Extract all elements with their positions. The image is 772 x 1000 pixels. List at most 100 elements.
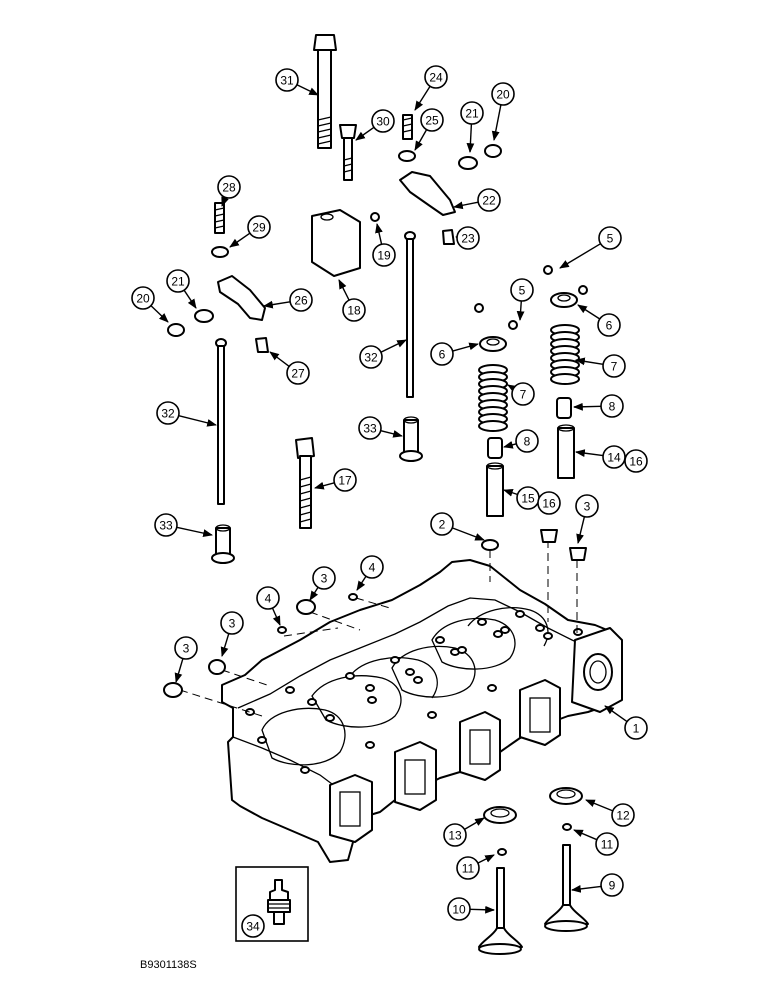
bolt-hole	[573, 628, 583, 636]
callout-29: 29	[247, 215, 271, 239]
callout-circle	[597, 313, 621, 337]
leader-line	[477, 854, 495, 864]
callout-circle	[443, 823, 467, 847]
bolt-hole	[390, 656, 400, 664]
callout-label: 16	[542, 497, 556, 511]
bolt-hole	[365, 741, 375, 749]
leader-line	[380, 339, 407, 353]
callout-1: 1	[624, 716, 648, 740]
exhaust-flanges	[329, 679, 561, 843]
callout-circle	[174, 636, 198, 660]
callout-27: 27	[286, 361, 310, 385]
washer-left	[194, 309, 214, 323]
callout-circle	[247, 215, 271, 239]
bolt-hole	[413, 676, 423, 684]
leader-line	[183, 289, 197, 309]
valve-seats	[483, 787, 583, 824]
leader-line	[573, 829, 598, 841]
bolt-hole	[487, 684, 497, 692]
head-bolt	[295, 437, 315, 529]
callout-21: 21	[166, 269, 190, 293]
callout-32: 32	[359, 345, 383, 369]
bolt-hole	[435, 636, 445, 644]
leader-line	[469, 905, 495, 914]
callout-13: 13	[443, 823, 467, 847]
valve-guides	[486, 424, 575, 517]
callout-label: 3	[229, 617, 236, 631]
callout-19: 19	[372, 243, 396, 267]
callout-circle	[491, 82, 515, 106]
leader-line	[178, 415, 217, 427]
callout-20: 20	[491, 82, 515, 106]
callout-label: 32	[161, 407, 175, 421]
valve-spring	[478, 364, 508, 432]
callout-label: 33	[363, 422, 377, 436]
callout-16: 16	[537, 491, 561, 515]
leader-line	[585, 799, 614, 812]
callout-label: 4	[369, 561, 376, 575]
nut-left	[211, 246, 229, 258]
spring-coil	[478, 420, 508, 432]
callout-23: 23	[456, 226, 480, 250]
spring-retainer	[479, 292, 578, 352]
callout-label: 2	[439, 518, 446, 532]
leader-line	[176, 526, 213, 537]
callout-8: 8	[515, 429, 539, 453]
callout-circle	[456, 226, 480, 250]
leader-line	[516, 300, 525, 321]
callout-25: 25	[420, 108, 444, 132]
callout-4: 4	[256, 586, 280, 610]
callout-14: 14	[602, 445, 626, 469]
valve-springs	[478, 324, 580, 432]
callout-6: 6	[430, 342, 454, 366]
callout-circle	[289, 288, 313, 312]
callout-label: 8	[524, 435, 531, 449]
callout-11: 11	[595, 832, 619, 856]
tappet-right	[399, 416, 423, 462]
callout-circle	[430, 512, 454, 536]
leader-line	[269, 351, 290, 367]
circlip-left	[167, 323, 185, 337]
callout-circle	[371, 109, 395, 133]
core-plug	[296, 599, 316, 615]
callout-circle	[275, 68, 299, 92]
leader-line	[338, 279, 350, 301]
callout-8: 8	[600, 394, 624, 418]
callout-label: 20	[136, 292, 150, 306]
callout-circle	[575, 494, 599, 518]
bolt-hole	[535, 624, 545, 632]
callout-circle	[312, 566, 336, 590]
circlip	[484, 144, 502, 158]
bolt-hole	[285, 686, 295, 694]
callout-label: 22	[482, 194, 496, 208]
callout-5: 5	[598, 226, 622, 250]
callout-label: 6	[606, 319, 613, 333]
valve-keepers	[474, 265, 588, 330]
callout-31: 31	[275, 68, 299, 92]
callout-21: 21	[460, 101, 484, 125]
rocker-bolt	[339, 124, 357, 181]
callout-label: 32	[364, 351, 378, 365]
callout-2: 2	[430, 512, 454, 536]
leader-line	[296, 84, 319, 96]
callout-16: 16	[624, 449, 648, 473]
leader-line	[220, 633, 230, 657]
leader-line	[559, 243, 601, 269]
callout-label: 3	[584, 500, 591, 514]
rocker-support	[311, 209, 361, 277]
bolt-hole	[477, 618, 487, 626]
callout-10: 10	[447, 897, 471, 921]
leader-line	[453, 201, 479, 210]
callout-circle	[342, 298, 366, 322]
leader-line	[452, 342, 479, 352]
bolt-hole	[493, 630, 503, 638]
leader-line	[375, 223, 383, 245]
callout-label: 29	[252, 221, 266, 235]
bolt-holes	[245, 610, 583, 774]
leader-line	[464, 817, 485, 831]
spring-coil	[550, 373, 580, 385]
valve-seal	[569, 547, 587, 561]
callout-label: 26	[294, 294, 308, 308]
